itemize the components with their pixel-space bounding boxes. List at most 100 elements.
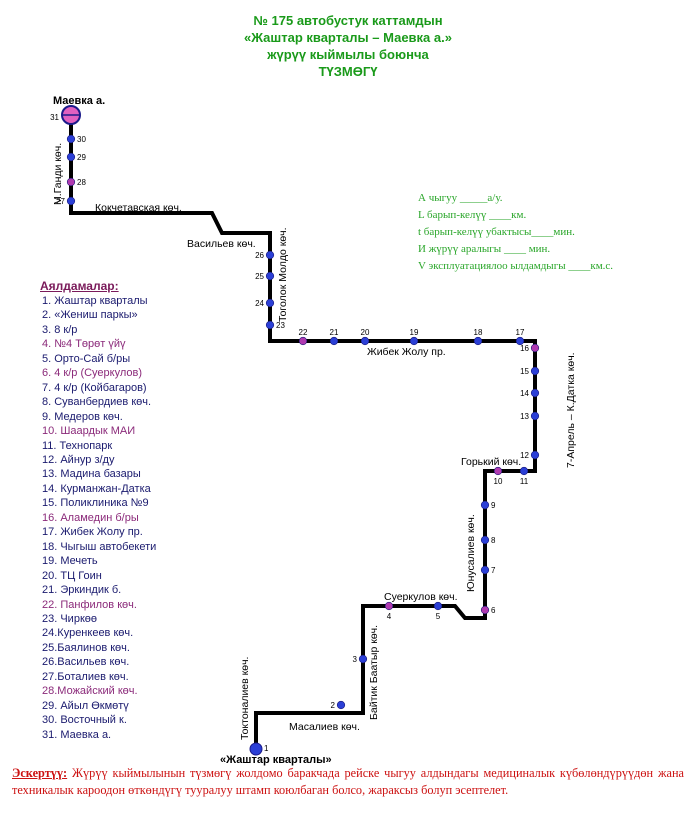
street-masaliev: Масалиев көч. bbox=[289, 721, 360, 733]
stop-number: 18 bbox=[474, 328, 483, 337]
stop-list-item: 23. Чиркөө bbox=[42, 612, 97, 625]
stop-list-item: 15. Поликлиника №9 bbox=[42, 497, 149, 510]
stop-list-item: 8. Суванбердиев көч. bbox=[42, 396, 152, 409]
stop-list-item: 12. Айнур з/ду bbox=[42, 453, 115, 466]
stop-list-item: 28.Можайский көч. bbox=[42, 685, 138, 698]
street-vasilyev: Васильев көч. bbox=[187, 238, 256, 250]
stop-number: 4 bbox=[387, 612, 392, 621]
stop-number: 17 bbox=[516, 328, 525, 337]
stop-number: 24 bbox=[255, 299, 264, 308]
stop-marker bbox=[515, 336, 525, 346]
stop-number: 9 bbox=[491, 501, 496, 510]
info-trip-time: t барып-келүү убактысы____мин. bbox=[418, 226, 575, 238]
title-line-1: № 175 автобустук каттамдын bbox=[253, 13, 443, 28]
stop-number: 5 bbox=[436, 612, 441, 621]
stop-number: 6 bbox=[491, 606, 496, 615]
stop-number: 14 bbox=[520, 389, 529, 398]
stop-number: 29 bbox=[77, 153, 86, 162]
stop-marker bbox=[530, 343, 540, 353]
stop-marker bbox=[66, 177, 76, 187]
info-speed: V эксплуатациялоо ылдамдыгы ____км.с. bbox=[418, 260, 614, 272]
stop-marker bbox=[530, 450, 540, 460]
stop-list-item: 17. Жибек Жолу пр. bbox=[42, 526, 143, 539]
stop-marker bbox=[66, 196, 76, 206]
street-yunusaliev: Юнусалиев көч. bbox=[465, 514, 477, 592]
stop-list-item: 14. Курманжан-Датка bbox=[42, 482, 151, 495]
stop-list-item: 7. 4 к/р (Койбагаров) bbox=[42, 381, 147, 394]
street-togolok-moldo: Тоголок Молдо көч. bbox=[277, 227, 289, 322]
stop-list-item: 27.Боталиев көч. bbox=[42, 670, 129, 683]
stop-number: 13 bbox=[520, 412, 529, 421]
stop-marker bbox=[360, 336, 370, 346]
stop-marker bbox=[493, 466, 503, 476]
stop-list-item: 3. 8 к/р bbox=[42, 323, 78, 336]
stop-list-item: 19. Мечеть bbox=[42, 555, 98, 568]
stop-marker bbox=[384, 601, 394, 611]
stop-number: 21 bbox=[330, 328, 339, 337]
stop-list-item: 16. Аламедин б/ры bbox=[42, 511, 139, 524]
title-line-2: «Жаштар кварталы – Маевка а.» bbox=[244, 30, 452, 45]
stop-list-item: 13. Мадина базары bbox=[42, 468, 141, 481]
stop-number: 22 bbox=[299, 328, 308, 337]
stop-marker bbox=[265, 271, 275, 281]
stop-list-item: 26.Васильев көч. bbox=[42, 656, 130, 669]
street-baitik-baatyr: Байтик Баатыр көч. bbox=[368, 625, 380, 720]
stop-number: 7 bbox=[491, 566, 496, 575]
stop-list-item: 6. 4 к/р (Суеркулов) bbox=[42, 367, 143, 380]
street-toktonaliev: Токтоналиев көч. bbox=[239, 657, 251, 740]
stop-list-item: 25.Баялинов көч. bbox=[42, 641, 130, 654]
warning-label: Эскертүү: bbox=[12, 766, 68, 780]
stop-list-item: 31. Маевка а. bbox=[42, 728, 112, 741]
street-kokchetavskaya: Кокчетавская көч. bbox=[95, 202, 182, 214]
street-gorky: Горький көч. bbox=[461, 456, 521, 468]
stop-marker bbox=[433, 601, 443, 611]
stop-marker bbox=[358, 654, 368, 664]
stop-number: 31 bbox=[50, 113, 59, 122]
stop-list-item: 11. Технопарк bbox=[42, 439, 113, 452]
stop-number: 1 bbox=[264, 744, 269, 753]
stop-number: 19 bbox=[410, 328, 419, 337]
stop-number: 16 bbox=[520, 344, 529, 353]
stop-list-item: 9. Медеров көч. bbox=[42, 410, 123, 423]
stop-marker bbox=[409, 336, 419, 346]
stop-marker bbox=[480, 605, 490, 615]
stops-list-title: Аялдамалар: bbox=[40, 279, 119, 293]
stop-marker bbox=[480, 565, 490, 575]
stop-marker bbox=[480, 500, 490, 510]
route-parameters: А чыгуу _____а/у. L барып-келүү ____км. … bbox=[418, 190, 613, 275]
terminal-bottom-marker bbox=[249, 742, 263, 756]
street-jibek-jolu: Жибек Жолу пр. bbox=[367, 346, 446, 358]
stop-list-item: 10. Шаардык МАИ bbox=[42, 425, 136, 438]
street-m-gandi: М.Ганди көч. bbox=[52, 143, 64, 205]
stop-marker bbox=[530, 411, 540, 421]
stop-marker bbox=[265, 250, 275, 260]
stop-number: 3 bbox=[353, 655, 358, 664]
stop-number: 30 bbox=[77, 135, 86, 144]
stop-marker bbox=[473, 336, 483, 346]
stop-number: 25 bbox=[255, 272, 264, 281]
stop-number: 28 bbox=[77, 178, 86, 187]
street-7-aprel: 7-Апрель – К.Датка көч. bbox=[565, 352, 577, 468]
stop-list-item: 5. Орто-Сай б/ры bbox=[42, 352, 131, 365]
stop-list-item: 20. ТЦ Гоин bbox=[42, 569, 102, 582]
stop-number: 26 bbox=[255, 251, 264, 260]
terminal-bottom-label: «Жаштар кварталы» bbox=[220, 754, 332, 766]
stop-marker bbox=[530, 388, 540, 398]
info-interval: И жүрүү аралыгы ____ мин. bbox=[418, 243, 551, 255]
stop-number: 2 bbox=[331, 701, 336, 710]
terminal-top-label: Маевка а. bbox=[53, 95, 105, 107]
info-departure: А чыгуу _____а/у. bbox=[418, 192, 503, 204]
stop-list-item: 22. Панфилов көч. bbox=[42, 598, 137, 611]
street-suerkulov: Суеркулов көч. bbox=[384, 591, 458, 603]
info-length: L барып-келүү ____км. bbox=[418, 209, 527, 221]
stop-list-item: 4. №4 Төрөт үйү bbox=[42, 338, 126, 351]
stop-marker bbox=[66, 134, 76, 144]
title-line-3: жүрүү кыймылы боюнча bbox=[267, 47, 429, 62]
stop-number: 8 bbox=[491, 536, 496, 545]
stop-number: 15 bbox=[520, 367, 529, 376]
stop-marker bbox=[329, 336, 339, 346]
stop-marker bbox=[265, 298, 275, 308]
